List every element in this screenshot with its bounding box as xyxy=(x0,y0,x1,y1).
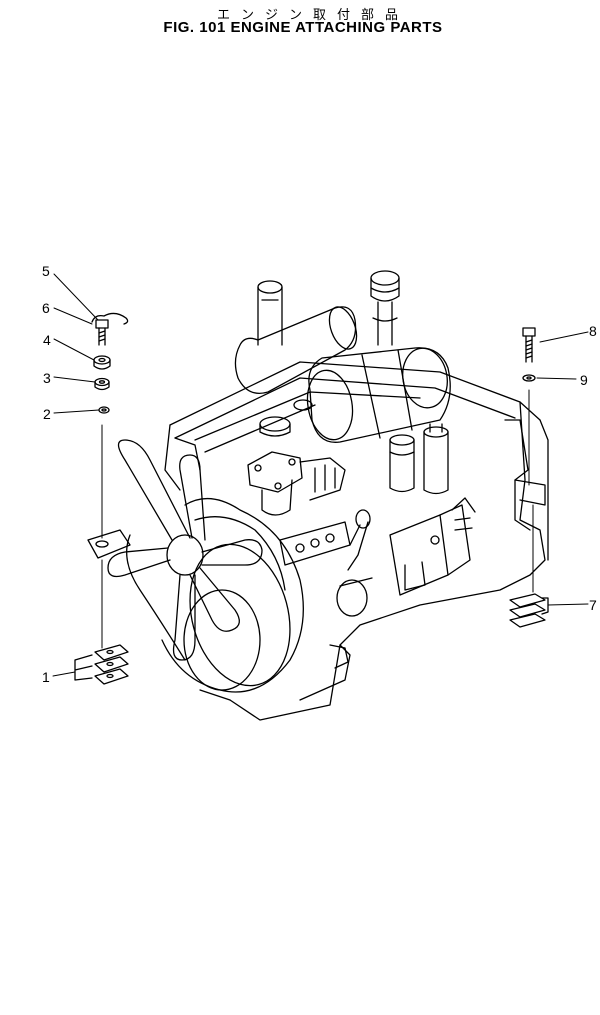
exhaust-muffler xyxy=(234,280,358,395)
cooling-fan xyxy=(107,439,263,661)
title-japanese: エンジン取付部品 xyxy=(216,8,409,23)
front-pulleys xyxy=(126,498,304,693)
front-bracket xyxy=(87,529,131,559)
injection-pump xyxy=(279,509,373,617)
callout-7: 7 xyxy=(589,597,597,613)
fuel-filters xyxy=(389,423,449,495)
right-mount-parts xyxy=(509,327,549,628)
left-mount-parts xyxy=(74,312,129,685)
callout-6: 6 xyxy=(42,300,50,316)
callout-3: 3 xyxy=(43,370,51,386)
callout-4: 4 xyxy=(43,332,51,348)
callout-1: 1 xyxy=(42,669,50,685)
callout-8: 8 xyxy=(589,323,597,339)
engine-block xyxy=(164,361,549,721)
callout-2: 2 xyxy=(43,406,51,422)
callout-9: 9 xyxy=(580,372,588,388)
callout-5: 5 xyxy=(42,263,50,279)
starter-motor xyxy=(389,497,476,596)
leader-lines xyxy=(52,273,589,677)
figure-title: FIG. 101 ENGINE ATTACHING PARTS xyxy=(163,19,443,36)
air-cleaner xyxy=(306,270,451,443)
oil-filter xyxy=(247,451,346,516)
